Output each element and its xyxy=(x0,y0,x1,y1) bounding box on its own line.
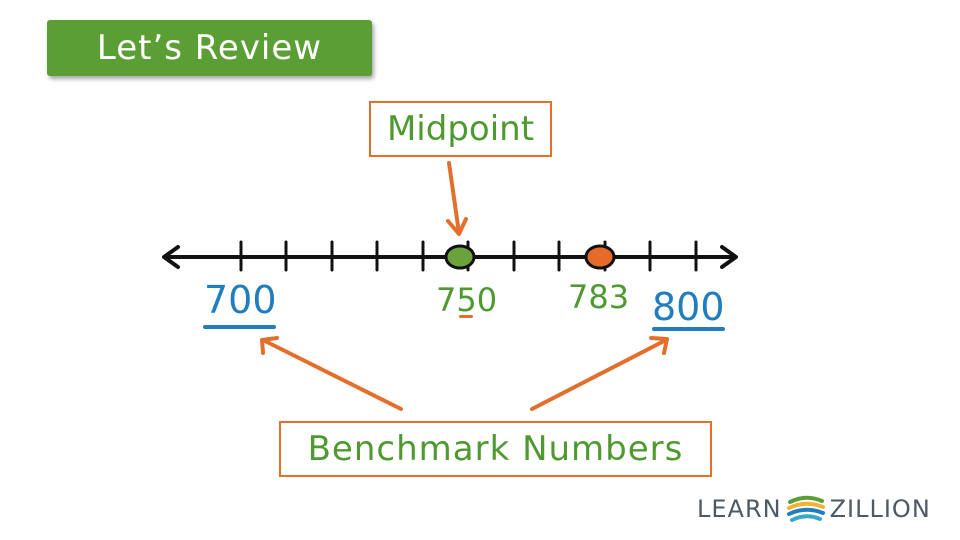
point-value-783: 783 xyxy=(568,278,630,316)
benchmark-700: 700 xyxy=(204,278,277,322)
benchmark-numbers-label-box: Benchmark Numbers xyxy=(279,421,712,477)
midpoint-label-box: Midpoint xyxy=(369,101,552,157)
logo-text-zillion: ZILLION xyxy=(829,495,931,523)
benchmark-800-underline xyxy=(652,327,725,331)
learnzillion-logo: LEARN ZILLION xyxy=(697,488,949,530)
benchmark-arrowhead-right xyxy=(649,336,669,355)
benchmark-arrow-left xyxy=(261,338,403,411)
midpoint-arrow xyxy=(447,161,461,235)
number-line-right-arrowhead xyxy=(720,245,738,269)
midpoint-arrowhead xyxy=(446,217,468,236)
point-783-dot xyxy=(584,244,616,270)
benchmark-800: 800 xyxy=(652,285,725,329)
benchmark-arrow-right xyxy=(530,338,668,411)
number-line-left-arrowhead xyxy=(162,245,180,269)
benchmark-arrowhead-left xyxy=(260,336,279,355)
tens-digit-underline xyxy=(459,315,473,318)
midpoint-label: Midpoint xyxy=(386,109,535,149)
benchmark-700-underline xyxy=(203,325,276,329)
banner-title: Let’s Review xyxy=(96,28,323,68)
learnzillion-swirl-icon xyxy=(786,490,825,528)
midpoint-value: 750 xyxy=(436,281,498,319)
lets-review-banner: Let’s Review xyxy=(47,20,372,76)
midpoint-dot xyxy=(444,244,476,270)
logo-text-learn: LEARN xyxy=(697,495,782,523)
benchmark-numbers-label: Benchmark Numbers xyxy=(307,429,684,469)
